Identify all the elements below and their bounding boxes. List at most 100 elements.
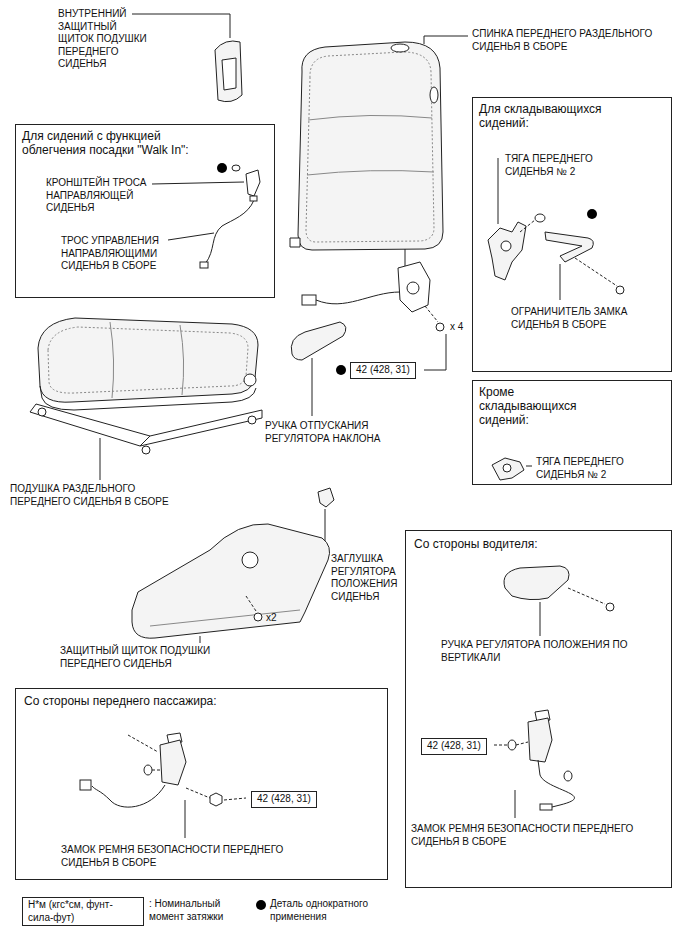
single-use-dot — [336, 365, 346, 375]
folding-seat-parts — [560, 264, 561, 300]
seatback-part — [391, 44, 409, 52]
release-handle-part — [291, 322, 346, 360]
cushion-shield-part — [132, 524, 330, 638]
part-name: РУЧКА ОТПУСКАНИЯ РЕГУЛЯТОРА НАКЛОНА — [265, 420, 400, 445]
seatback-part — [436, 323, 444, 331]
seat-cushion-part — [38, 318, 258, 402]
passenger-side-parts — [160, 740, 186, 785]
part-name: ОГРАНИЧИТЕЛЬ ЗАМКА СИДЕНЬЯ В СБОРЕ — [511, 306, 641, 331]
variant-panel: Кроме складывающихся сидений: ТЯГА ПЕРЕДН… — [472, 380, 672, 485]
passenger-side-parts — [185, 800, 186, 838]
driver-side-parts — [504, 566, 569, 600]
inner-shield-part — [215, 41, 242, 102]
non-folding-part — [526, 466, 532, 467]
torque-value: 42 (428, 31) — [257, 793, 311, 806]
part-name: ТРОС УПРАВЛЕНИЯ НАПРАВЛЯЮЩИМИ СИДЕНЬЯ В … — [61, 235, 176, 273]
part-name: ТЯГА ПЕРЕДНЕГО СИДЕНЬЯ № 2 — [536, 456, 641, 481]
folding-seat-parts — [616, 286, 624, 294]
leader-line — [424, 36, 468, 44]
walk-in-parts — [232, 165, 240, 171]
inner-shield-part — [222, 58, 236, 90]
seatback-part — [308, 115, 432, 120]
part-name: ТЯГА ПЕРЕДНЕГО СИДЕНЬЯ № 2 — [505, 153, 610, 178]
part-name: ПОДУШКА РАЗДЕЛЬНОГО ПЕРЕДНЕГО СИДЕНЬЯ В … — [10, 483, 190, 508]
leader-line — [424, 334, 446, 370]
quantity-mark: x2 — [266, 612, 277, 625]
seat-cushion-part — [142, 446, 150, 454]
folding-seat-parts — [535, 214, 545, 222]
seatback-part — [302, 295, 316, 305]
leader-line — [100, 438, 101, 480]
part-name: ВНУТРЕННИЙ ЗАЩИТНЫЙ ЩИТОК ПОДУШКИ ПЕРЕДН… — [58, 8, 150, 71]
folding-seat-parts — [575, 258, 617, 286]
passenger-side-parts — [80, 780, 91, 790]
driver-side-parts — [540, 775, 574, 807]
folding-seat-parts — [488, 158, 624, 300]
driver-side-parts — [540, 804, 552, 810]
seatback-part — [298, 42, 443, 250]
panel-heading: Кроме складывающихся сидений: — [479, 385, 589, 427]
cushion-shield-part — [254, 613, 262, 621]
non-folding-part — [503, 464, 511, 472]
folding-seat-parts — [545, 232, 593, 262]
walk-in-parts — [152, 182, 244, 184]
walk-in-parts — [200, 262, 208, 268]
seatback-part — [405, 249, 406, 266]
seat-cushion-part — [140, 410, 262, 446]
driver-side-parts — [516, 742, 528, 745]
cushion-shield-part — [246, 596, 256, 611]
cushion-shield-part — [242, 552, 258, 568]
walk-in-parts — [217, 163, 227, 173]
torque-value: 42 (428, 31) — [356, 364, 410, 377]
folding-seat-parts — [501, 241, 511, 251]
panel-heading: Со стороны переднего пассажира: — [24, 694, 324, 708]
seat-cushion-part — [40, 386, 256, 410]
part-name: ЗАМОК РЕМНЯ БЕЗОПАСНОСТИ ПЕРЕДНЕГО СИДЕН… — [61, 844, 306, 869]
torque-box: 42 (428, 31) — [251, 791, 317, 808]
variant-panel: Со стороны водителя:РУЧКА РЕГУЛЯТОРА ПОЛ… — [405, 530, 672, 888]
torque-box: 42 (428, 31) — [350, 362, 416, 379]
seatback-part — [398, 262, 430, 312]
passenger-side-parts — [144, 765, 152, 775]
seat-cushion-part — [180, 325, 184, 395]
leader-line — [312, 358, 313, 416]
folding-seat-parts — [520, 220, 535, 232]
driver-side-parts — [606, 603, 614, 611]
seatback-part — [316, 292, 400, 304]
driver-side-parts — [515, 790, 516, 818]
part-name: СПИНКА ПЕРЕДНЕГО РАЗДЕЛЬНОГО СИДЕНЬЯ В С… — [472, 28, 664, 53]
non-folding-part — [492, 458, 524, 480]
variant-panel: Со стороны переднего пассажира: ЗАМОК РЕМ… — [15, 688, 388, 880]
passenger-side-parts — [152, 770, 160, 771]
passenger-side-parts — [186, 788, 210, 798]
driver-side-parts — [568, 588, 605, 604]
torque-value: 42 (428, 31) — [427, 740, 481, 753]
panel-heading: Со стороны водителя: — [414, 537, 654, 551]
seatback-part — [430, 87, 438, 103]
torque-box: 42 (428, 31) — [421, 738, 487, 755]
part-name: ЗАГЛУШКА РЕГУЛЯТОРА ПОЛОЖЕНИЯ СИДЕНЬЯ — [331, 553, 397, 603]
part-name: ЗАЩИТНЫЙ ЩИТОК ПОДУШКИ ПЕРЕДНЕГО СИДЕНЬЯ — [60, 645, 225, 670]
seat-cushion-part — [244, 374, 256, 386]
seat-cushion-part — [30, 404, 150, 446]
legend-text: Деталь однократного применения — [270, 898, 400, 923]
cushion-shield-part — [132, 524, 330, 643]
folding-seat-parts — [587, 209, 597, 219]
cushion-shield-part — [200, 636, 201, 643]
folding-seat-parts — [488, 222, 526, 280]
seat-cushion-part — [48, 327, 248, 393]
driver-side-parts — [564, 771, 572, 781]
passenger-side-parts — [80, 733, 246, 838]
seatback-part — [290, 42, 444, 331]
driver-side-parts — [494, 745, 507, 746]
walk-in-parts — [205, 200, 254, 264]
folding-seat-parts — [498, 158, 499, 224]
walk-in-parts — [246, 170, 260, 196]
panel-heading: Для сидений с функцией облегчения посадк… — [22, 129, 212, 157]
quantity-mark: x 4 — [450, 321, 463, 334]
passenger-side-parts — [210, 793, 222, 806]
part-name: КРОНШТЕЙН ТРОСА НАПРАВЛЯЮЩЕЙ СИДЕНЬЯ — [46, 177, 156, 215]
legend-key-box: Н*м (кгс*см, фунт-сила-фут) — [22, 897, 144, 926]
part-name: ЗАМОК РЕМНЯ БЕЗОПАСНОСТИ ПЕРЕДНЕГО СИДЕН… — [411, 823, 656, 848]
